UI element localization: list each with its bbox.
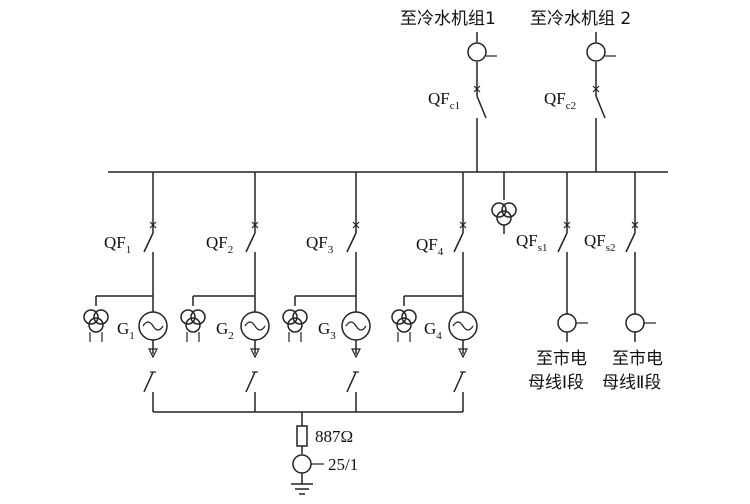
qf3-breaker-icon (346, 232, 357, 253)
g3-label: G3 (318, 319, 336, 342)
bus-feeder-1-dest-line2: 母线Ⅰ段 (528, 373, 584, 393)
chiller-feeder-2-label: 至冷水机组 2 (530, 9, 631, 29)
chiller-feeder-1-ct-icon (467, 42, 487, 62)
bus-feeder-1: QFs1 至市电 母线Ⅰ段 (516, 172, 588, 393)
bus-feeder-1-ct-icon (557, 313, 577, 333)
chiller-feeder-2-breaker-icon (595, 95, 606, 119)
g3-disconnector-icon (346, 371, 357, 393)
chiller-feeder-1-label: 至冷水机组1 (400, 9, 496, 29)
chiller-feeder-1-breaker-label: QFc1 (428, 89, 460, 112)
qfs1-label: QFs1 (516, 231, 548, 254)
g2-label: G2 (216, 319, 234, 342)
g1-excitation-transformer-icon (83, 309, 99, 325)
grounding-resistor-label: 887Ω (315, 427, 353, 446)
bus-feeder-2-ct-icon (625, 313, 645, 333)
g2-excitation-transformer-icon (180, 309, 196, 325)
ground-icon (291, 483, 313, 495)
qfs2-label: QFs2 (584, 231, 616, 254)
bus-feeder-2-dest-line2: 母线Ⅱ段 (602, 373, 661, 393)
chiller-feeder-2-breaker-label: QFc2 (544, 89, 576, 112)
qf3-label: QF3 (306, 233, 334, 256)
qf4-breaker-icon (453, 232, 464, 253)
auxiliary-transformer (491, 172, 517, 234)
g1-label: G1 (117, 319, 135, 342)
chiller-feeder-1-breaker-icon (476, 95, 487, 119)
chiller-feeder-2: 至冷水机组 2 QFc2 (530, 9, 631, 172)
g4-label: G4 (424, 319, 442, 342)
grounding-ct-label: 25/1 (328, 455, 358, 474)
bus-feeder-1-dest-line1: 至市电 (536, 349, 587, 369)
grounding-resistor-icon (296, 425, 308, 447)
aux-transformer-icon (491, 202, 507, 218)
generator-feeder-3: QF3 G3 (282, 172, 371, 412)
g4-excitation-transformer-icon (391, 309, 407, 325)
g2-disconnector-icon (245, 371, 256, 393)
generator-feeder-1: QF1 G1 (83, 172, 168, 412)
g4-disconnector-icon (453, 371, 464, 393)
generator-feeder-4: QF4 G4 (391, 172, 478, 412)
qf1-label: QF1 (104, 233, 131, 256)
g1-disconnector-icon (143, 371, 154, 393)
qfs1-breaker-icon (557, 232, 568, 253)
qfs2-breaker-icon (625, 232, 636, 253)
grounding-ct-icon (292, 454, 312, 474)
qf4-label: QF4 (416, 235, 444, 258)
g3-excitation-transformer-icon (282, 309, 298, 325)
bus-feeder-2: QFs2 至市电 母线Ⅱ段 (584, 172, 663, 393)
generator-feeder-2: QF2 G2 (180, 172, 270, 412)
qf1-breaker-icon (143, 232, 154, 253)
qf2-label: QF2 (206, 233, 233, 256)
chiller-feeder-1: 至冷水机组1 QFc1 (400, 9, 497, 172)
chiller-feeder-2-ct-icon (586, 42, 606, 62)
neutral-grounding: 887Ω 25/1 (153, 411, 463, 495)
bus-feeder-2-dest-line1: 至市电 (612, 349, 663, 369)
qf2-breaker-icon (245, 232, 256, 253)
